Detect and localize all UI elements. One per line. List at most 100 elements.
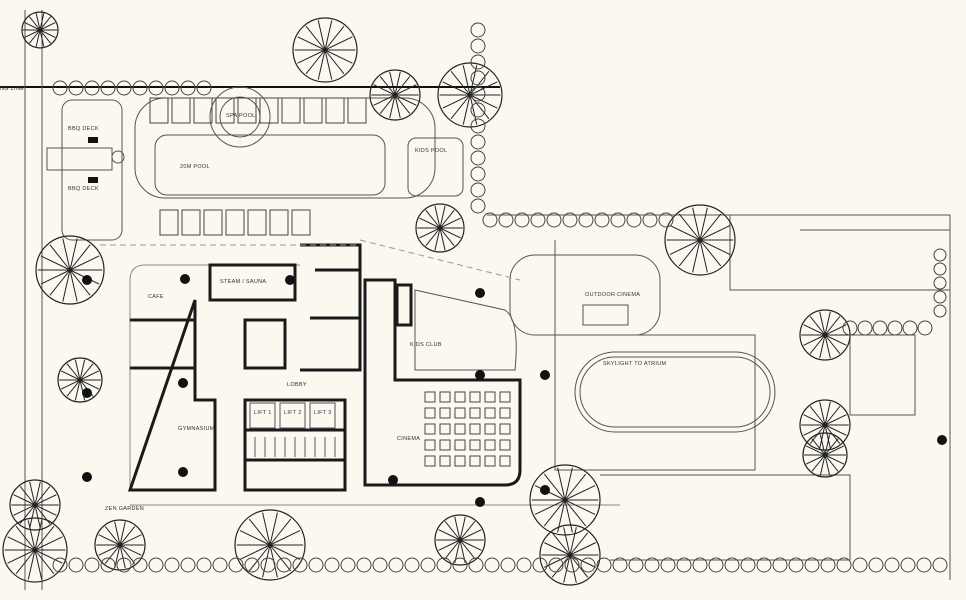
cinema-seat [484,423,496,435]
sun-lounger [325,97,345,124]
tree-branch [450,94,471,120]
shrub [470,150,486,166]
shrub [68,557,84,573]
cinema-seat [439,423,451,435]
tree-branch [119,534,142,546]
tree-branch [824,454,845,465]
shrub [842,320,858,336]
tree-branch [394,84,417,96]
tree-canopy [292,17,358,83]
shrub [626,212,642,228]
tree-branch [324,49,333,80]
kids-pool-label: KIDS POOL [415,148,447,154]
shrub [900,557,916,573]
shrub [933,248,947,262]
tree-branch [79,359,86,381]
steam-sauna-label: STEAM / SAUNA [220,279,266,285]
tree-canopy [35,235,105,305]
shrubs [52,22,948,573]
tree-branch [669,225,701,241]
shrub [196,80,212,96]
shrub [404,557,420,573]
tree-branch [119,521,126,546]
shrub [562,212,578,228]
tree-icon [234,509,306,581]
shrub [52,557,68,573]
tree-canopy [434,514,486,566]
tree-branch [34,481,41,506]
tree-branch [119,544,136,564]
tree-branch [269,544,292,572]
spa-pool-label: SPA POOL [226,113,256,119]
shrub [658,212,674,228]
tree-branch [79,370,100,381]
tree-branch [49,244,71,271]
cinema-seat [484,407,496,419]
shrub [804,557,820,573]
cinema-seat [469,455,481,467]
tree-canopy [664,204,736,276]
tree-branch [824,401,831,426]
tree-branch [34,520,43,551]
tree-branch [459,521,476,541]
shrub [868,557,884,573]
tree-branch [389,94,396,119]
tree-branch [379,94,396,114]
shrub [470,70,486,86]
tree-branch [394,76,411,96]
cinema-seat [499,455,511,467]
sun-lounger [225,209,245,236]
tree-icon [292,17,358,83]
tree-branch [297,49,326,64]
shrub [292,557,308,573]
tree-branch [699,239,708,273]
cinema-seat [499,439,511,451]
shrub [917,320,933,336]
shrub [932,557,948,573]
tree-branch [324,49,353,64]
shrub [52,80,68,96]
shrub [820,557,836,573]
tree-branch [678,213,701,241]
tree-branch [373,94,396,106]
sun-lounger [237,97,257,124]
tree-branch [824,414,847,426]
shrub [356,557,372,573]
shrub [594,212,610,228]
tree-branch [19,486,36,506]
tree-branch [269,544,301,560]
shrub [212,557,228,573]
shrub [887,320,903,336]
tree-branch [564,499,573,533]
tree-branch [66,379,81,397]
sun-lounger [281,97,301,124]
tree-branch [459,516,466,541]
tree-branch [563,554,571,583]
sun-lounger [159,209,179,236]
tree-branch [39,16,52,31]
tree-branch [34,504,57,516]
outdoor-cinema-label: OUTDOOR CINEMA [585,292,640,298]
tree-branch [569,554,577,583]
tree-canopy [57,357,103,403]
tree-branch [119,544,142,556]
pool-deck: SPA POOL 20M POOL KIDS POOL BBQ DECK BBQ… [46,86,464,241]
tree-branch [824,334,847,346]
tree-branch [803,414,826,426]
tree-branch [442,94,471,109]
tree-canopy [94,519,146,571]
tree-branch [394,94,411,114]
cinema-label: CINEMA [397,436,420,442]
tree-branch [543,473,566,501]
tree-branch [692,207,701,241]
tree-branch [439,217,461,229]
shrub [308,557,324,573]
sun-lounger [149,97,169,124]
tree-branch [444,539,461,559]
tree-branch [438,529,461,541]
shrub [388,557,404,573]
tree-branch [824,334,831,359]
tree-branch [824,316,841,336]
building: STEAM / SAUNA CAFE GYMNASIUM LOBBY LIFT … [127,243,620,506]
tree-branch [803,334,826,346]
